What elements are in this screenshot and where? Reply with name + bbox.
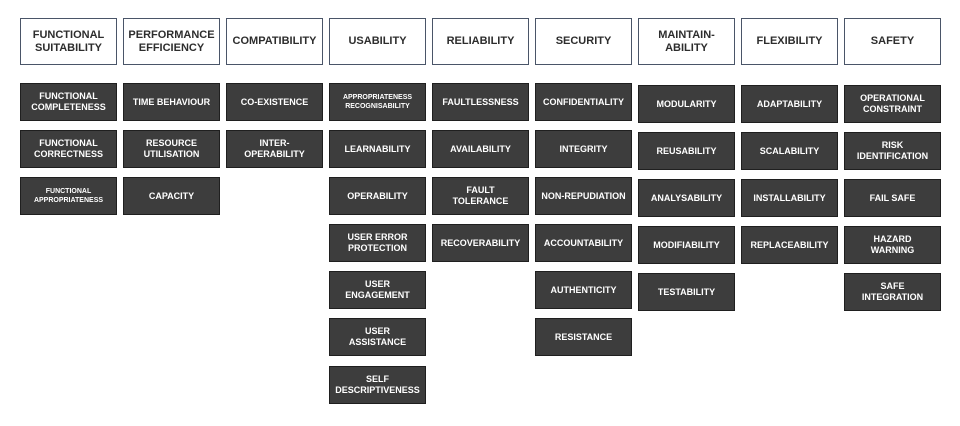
subcharacteristic-box: INTER- OPERABILITY — [226, 130, 323, 168]
subcharacteristic-box: FAULTLESSNESS — [432, 83, 529, 121]
subcharacteristic-box: APPROPRIATENESS RECOGNISABILITY — [329, 83, 426, 121]
subcharacteristic-box: SELF DESCRIPTIVENESS — [329, 366, 426, 404]
subcharacteristic-box: REPLACEABILITY — [741, 226, 838, 264]
subcharacteristic-box: TESTABILITY — [638, 273, 735, 311]
subcharacteristic-box: MODULARITY — [638, 85, 735, 123]
subcharacteristic-box: INSTALLABILITY — [741, 179, 838, 217]
subcharacteristic-box: RISK IDENTIFICATION — [844, 132, 941, 170]
subcharacteristic-box: CO-EXISTENCE — [226, 83, 323, 121]
subcharacteristic-box: SCALABILITY — [741, 132, 838, 170]
category-header: RELIABILITY — [432, 18, 529, 65]
subcharacteristic-box: FUNCTIONAL COMPLETENESS — [20, 83, 117, 121]
category-header: USABILITY — [329, 18, 426, 65]
subcharacteristic-box: CAPACITY — [123, 177, 220, 215]
category-header: SAFETY — [844, 18, 941, 65]
subcharacteristic-box: REUSABILITY — [638, 132, 735, 170]
subcharacteristic-box: OPERATIONAL CONSTRAINT — [844, 85, 941, 123]
category-header: PERFORMANCE EFFICIENCY — [123, 18, 220, 65]
subcharacteristic-box: USER ENGAGEMENT — [329, 271, 426, 309]
subcharacteristic-box: INTEGRITY — [535, 130, 632, 168]
category-header: COMPATIBILITY — [226, 18, 323, 65]
subcharacteristic-box: NON-REPUDIATION — [535, 177, 632, 215]
subcharacteristic-box: ACCOUNTABILITY — [535, 224, 632, 262]
subcharacteristic-box: FUNCTIONAL APPROPRIATENESS — [20, 177, 117, 215]
subcharacteristic-box: RESOURCE UTILISATION — [123, 130, 220, 168]
subcharacteristic-box: MODIFIABILITY — [638, 226, 735, 264]
subcharacteristic-box: LEARNABILITY — [329, 130, 426, 168]
subcharacteristic-box: FAIL SAFE — [844, 179, 941, 217]
subcharacteristic-box: AVAILABILITY — [432, 130, 529, 168]
subcharacteristic-box: CONFIDENTIALITY — [535, 83, 632, 121]
subcharacteristic-box: AUTHENTICITY — [535, 271, 632, 309]
subcharacteristic-box: ANALYSABILITY — [638, 179, 735, 217]
subcharacteristic-box: ADAPTABILITY — [741, 85, 838, 123]
category-header: FLEXIBILITY — [741, 18, 838, 65]
category-header: SECURITY — [535, 18, 632, 65]
subcharacteristic-box: RESISTANCE — [535, 318, 632, 356]
subcharacteristic-box: USER ERROR PROTECTION — [329, 224, 426, 262]
subcharacteristic-box: FAULT TOLERANCE — [432, 177, 529, 215]
subcharacteristic-box: OPERABILITY — [329, 177, 426, 215]
subcharacteristic-box: SAFE INTEGRATION — [844, 273, 941, 311]
category-header: FUNCTIONAL SUITABILITY — [20, 18, 117, 65]
subcharacteristic-box: FUNCTIONAL CORRECTNESS — [20, 130, 117, 168]
subcharacteristic-box: RECOVERABILITY — [432, 224, 529, 262]
subcharacteristic-box: TIME BEHAVIOUR — [123, 83, 220, 121]
subcharacteristic-box: HAZARD WARNING — [844, 226, 941, 264]
subcharacteristic-box: USER ASSISTANCE — [329, 318, 426, 356]
category-header: MAINTAIN- ABILITY — [638, 18, 735, 65]
